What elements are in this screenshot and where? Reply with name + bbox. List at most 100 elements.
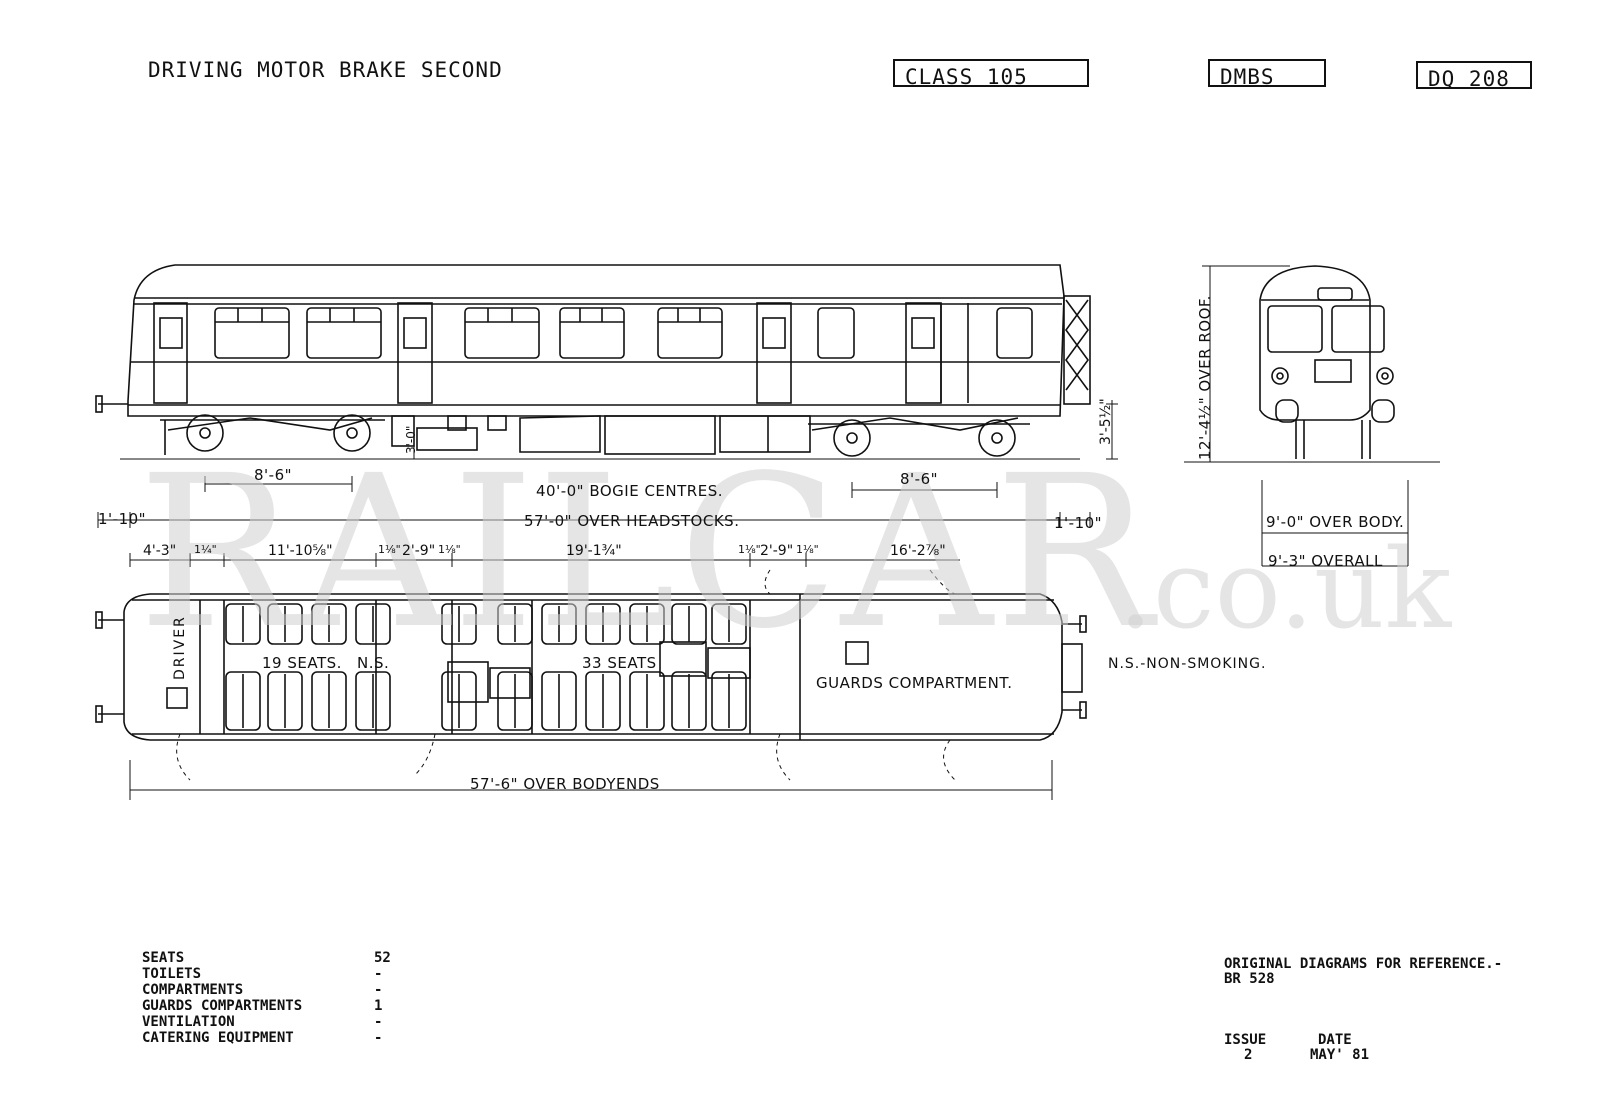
right-bogie	[808, 417, 1030, 457]
plan-dim-vestibule-1: 2'-9"	[402, 543, 436, 559]
window	[817, 307, 855, 359]
window	[559, 307, 625, 359]
seat-layout	[225, 603, 747, 731]
seat-pair	[671, 603, 707, 645]
reference-line-1: ORIGINAL DIAGRAMS FOR REFERENCE.-	[1224, 956, 1503, 972]
seat-pair	[441, 671, 477, 731]
gearbox	[519, 415, 601, 453]
drawing-title: DRIVING MOTOR BRAKE SECOND	[148, 58, 503, 82]
plan-view	[95, 569, 1087, 800]
seat-pair	[585, 671, 621, 731]
destination-blind	[1314, 359, 1352, 383]
ns-seats-label: 19 SEATS.	[262, 654, 342, 672]
plan-dim-partition: 1⅛"	[378, 543, 401, 556]
seat-pair	[225, 603, 261, 645]
summary-value-ventilation: -	[374, 1014, 383, 1030]
plan-dim-vestibule-2: 2'-9"	[760, 543, 794, 559]
seat-pair	[711, 671, 747, 731]
driver-label: DRIVER	[172, 615, 188, 680]
driver-seat	[166, 687, 188, 709]
summary-value-seats: 52	[374, 950, 391, 966]
plan-outline	[123, 593, 1063, 741]
seat-pair	[267, 671, 303, 731]
height-over-roof-dim: 12'-4½" OVER ROOF.	[1196, 295, 1214, 460]
seat-pair	[355, 603, 391, 645]
seat-pair	[711, 603, 747, 645]
date-label: DATE	[1318, 1032, 1352, 1048]
diagram-number-box: DQ 208	[1416, 61, 1532, 91]
left-overhang-dim: 1'-10"	[98, 510, 147, 528]
summary-label-catering: CATERING EQUIPMENT	[142, 1030, 294, 1046]
seat-pair	[225, 671, 261, 731]
right-overhang-dim: 1'-10"	[1054, 514, 1103, 532]
window	[306, 307, 382, 359]
summary-values: 52 - - 1 - -	[374, 950, 391, 1046]
bogie-wheelbase-right: 8'-6"	[900, 470, 939, 488]
plan-dim-saloon-ns: 11'-10⅝"	[268, 543, 333, 559]
cab-window	[1331, 305, 1385, 353]
non-smoking-note: N.S.-NON-SMOKING.	[1108, 656, 1267, 672]
plan-dim-saloon: 19'-1¾"	[566, 543, 622, 559]
seat-pair	[441, 603, 477, 645]
summary-label-compartments: COMPARTMENTS	[142, 982, 244, 998]
bogie-wheelbase-left: 8'-6"	[254, 466, 293, 484]
smoking-seats-label: 33 SEATS	[582, 654, 657, 672]
summary-value-catering: -	[374, 1030, 383, 1046]
guards-equipment-box	[845, 641, 869, 665]
gangway	[1061, 643, 1083, 693]
summary-value-toilets: -	[374, 966, 383, 982]
end-elevation	[1184, 265, 1440, 567]
over-bodyends-dim: 57'-6" OVER BODYENDS	[470, 775, 660, 793]
engine	[416, 427, 478, 451]
cab-window	[1267, 305, 1323, 353]
seat-pair	[629, 671, 665, 731]
body-outline	[127, 264, 1065, 417]
window	[996, 307, 1033, 359]
end-body-outline	[1259, 265, 1371, 421]
seat-pair	[311, 603, 347, 645]
summary-labels: SEATS TOILETS COMPARTMENTS GUARDS COMPAR…	[142, 950, 302, 1046]
plan-dim-partition: 1⅛"	[796, 543, 819, 556]
seat-pair	[497, 671, 533, 731]
side-elevation	[95, 264, 1118, 528]
bogie-centres-dim: 40'-0" BOGIE CENTRES.	[536, 482, 723, 500]
plan-dimension-line	[129, 553, 960, 567]
seat-pair	[671, 671, 707, 731]
width-over-body-dim: 9'-0" OVER BODY.	[1266, 513, 1405, 531]
issue-label: ISSUE	[1224, 1032, 1267, 1048]
reference-line-2: BR 528	[1224, 971, 1275, 987]
battery-box	[719, 415, 811, 453]
passenger-door	[397, 302, 433, 404]
plan-dim-partition: 1¼"	[194, 543, 217, 556]
summary-value-guards-compartments: 1	[374, 998, 383, 1014]
plan-dim-guards: 16'-2⅞"	[890, 543, 946, 559]
plan-dim-cab: 4'-3"	[143, 543, 177, 559]
plan-dim-partition: 1⅛"	[738, 543, 761, 556]
seat-pair	[629, 603, 665, 645]
seat-pair	[355, 671, 391, 731]
type-box: DMBS	[1208, 59, 1326, 89]
cab-door	[153, 302, 188, 404]
summary-value-compartments: -	[374, 982, 383, 998]
summary-label-toilets: TOILETS	[142, 966, 202, 982]
over-headstocks-dim: 57'-0" OVER HEADSTOCKS.	[524, 512, 740, 530]
seat-pair	[267, 603, 303, 645]
seat-pair	[541, 671, 577, 731]
buffer-height-dim: 3'-5½"	[1098, 398, 1114, 445]
seat-pair	[541, 603, 577, 645]
plan-dim-partition: 1⅛"	[438, 543, 461, 556]
class-box: CLASS 105	[893, 59, 1089, 89]
summary-label-guards-compartments: GUARDS COMPARTMENTS	[142, 998, 303, 1014]
passenger-door	[756, 302, 792, 404]
seat-pair	[311, 671, 347, 731]
window	[464, 307, 540, 359]
window	[657, 307, 723, 359]
window	[214, 307, 290, 359]
seat-pair	[497, 603, 533, 645]
width-overall-dim: 9'-3" OVERALL	[1268, 552, 1383, 570]
radiator	[604, 415, 716, 455]
date-value: MAY' 81	[1310, 1047, 1370, 1063]
summary-label-seats: SEATS	[142, 950, 185, 966]
issue-value: 2	[1244, 1047, 1253, 1063]
